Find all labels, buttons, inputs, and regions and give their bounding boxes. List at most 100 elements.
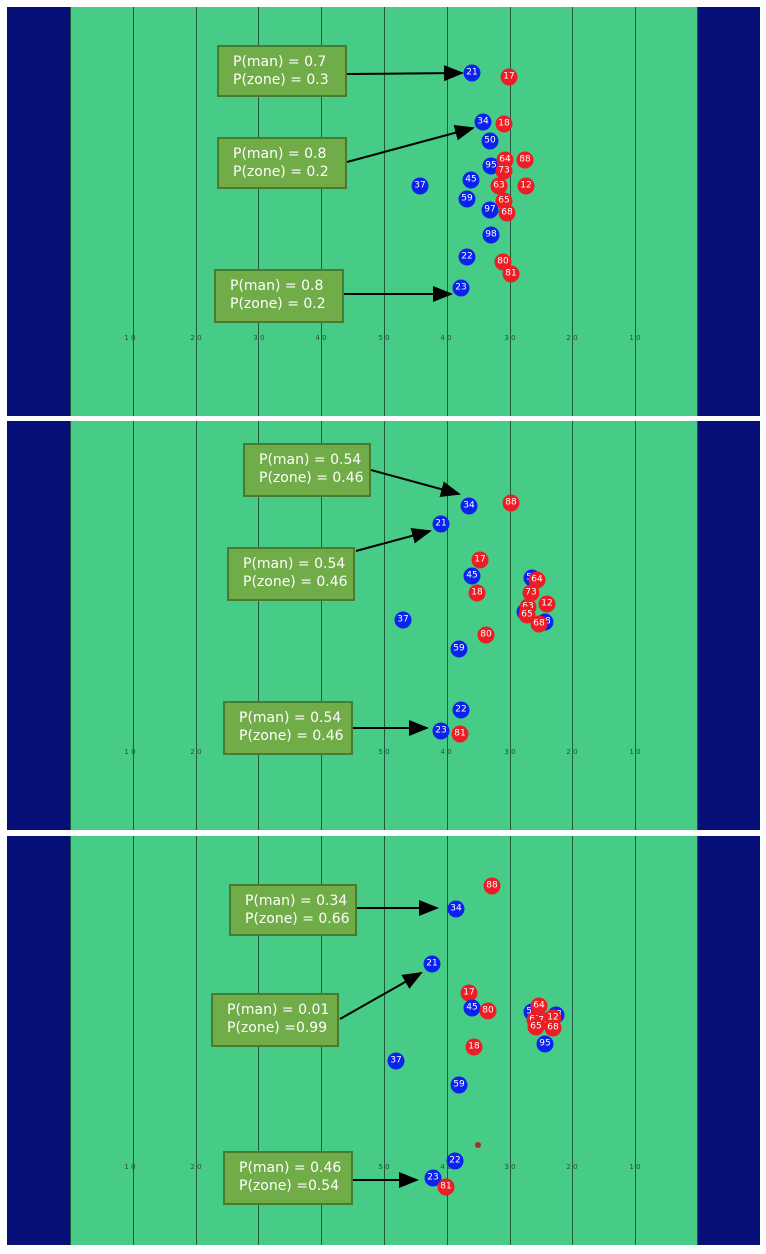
p-man-label: P(man) = 0.8 [233, 146, 327, 162]
yard-number: 1 0 [124, 1163, 136, 1171]
yard-number: 1 0 [629, 748, 641, 756]
yard-number: 2 0 [190, 1163, 202, 1171]
yard-line [510, 836, 511, 1245]
yard-line [196, 836, 197, 1245]
defense-player-marker: 98 [482, 226, 500, 244]
endzone-left [7, 836, 70, 1245]
yard-line [321, 7, 322, 416]
yard-number: 4 0 [440, 1163, 452, 1171]
yard-line [384, 421, 385, 830]
p-zone-label: P(zone) = 0.46 [243, 574, 348, 590]
offense-player-marker: 17 [500, 68, 518, 86]
yard-line [572, 7, 573, 416]
endzone-right [697, 421, 760, 830]
p-zone-label: P(zone) = 0.2 [233, 164, 329, 180]
yard-line [258, 7, 259, 416]
defense-player-marker: 45 [462, 171, 480, 189]
offense-player-marker: 12 [517, 177, 535, 195]
defense-player-marker: 45 [463, 567, 481, 585]
yard-line [447, 421, 448, 830]
yard-number: 4 0 [440, 334, 452, 342]
p-zone-label: P(zone) = 0.66 [245, 911, 350, 927]
offense-player-marker: 88 [516, 151, 534, 169]
endzone-right [697, 7, 760, 416]
yard-number: 5 0 [378, 1163, 390, 1171]
p-zone-label: P(zone) =0.54 [239, 1178, 340, 1194]
offense-player-marker: 63 [490, 177, 508, 195]
yard-line [635, 836, 636, 1245]
defense-player-marker: 37 [394, 611, 412, 629]
endzone-right [697, 836, 760, 1245]
yard-line [133, 421, 134, 830]
yard-line [133, 836, 134, 1245]
offense-player-marker: 17 [471, 551, 489, 569]
offense-player-marker: 88 [483, 877, 501, 895]
yard-number: 1 0 [124, 748, 136, 756]
field-panel-2: 1 02 03 04 05 04 03 02 01 0P(man) = 0.54… [7, 421, 760, 830]
p-zone-label: P(zone) = 0.2 [230, 296, 326, 312]
offense-player-marker: 18 [495, 115, 513, 133]
offense-player-marker: 12 [538, 595, 556, 613]
field-panel-3: 1 02 03 04 05 04 03 02 01 0P(man) = 0.34… [7, 836, 760, 1245]
yard-number: 3 0 [504, 334, 516, 342]
yard-line [635, 7, 636, 416]
endzone-left [7, 7, 70, 416]
yard-line [384, 7, 385, 416]
defense-player-marker: 21 [463, 64, 481, 82]
defense-player-marker: 21 [432, 515, 450, 533]
offense-player-marker: 80 [479, 1002, 497, 1020]
yard-line [635, 421, 636, 830]
yard-number: 4 0 [440, 748, 452, 756]
yard-line [70, 421, 71, 830]
defense-player-marker: 34 [447, 900, 465, 918]
arrow [355, 527, 432, 552]
offense-player-marker: 80 [477, 626, 495, 644]
yard-line [70, 7, 71, 416]
football-marker [475, 1142, 481, 1148]
yard-line [572, 836, 573, 1245]
yard-line [70, 836, 71, 1245]
defense-player-marker: 37 [411, 177, 429, 195]
p-man-label: P(man) = 0.7 [233, 54, 327, 70]
yard-line [447, 836, 448, 1245]
yard-number: 3 0 [504, 748, 516, 756]
offense-player-marker: 18 [465, 1038, 483, 1056]
defense-player-marker: 37 [387, 1052, 405, 1070]
p-man-label: P(man) = 0.54 [259, 452, 362, 468]
defense-player-marker: 21 [423, 955, 441, 973]
offense-player-marker: 73 [522, 584, 540, 602]
yard-line [196, 7, 197, 416]
defense-player-marker: 95 [482, 157, 500, 175]
offense-player-marker: 65 [527, 1018, 545, 1036]
p-man-label: P(man) = 0.54 [243, 556, 346, 572]
yard-number: 4 0 [315, 334, 327, 342]
defense-player-marker: 34 [460, 497, 478, 515]
yard-line [510, 421, 511, 830]
yard-number: 2 0 [566, 748, 578, 756]
yard-line [697, 7, 698, 416]
yard-number: 2 0 [190, 748, 202, 756]
p-zone-label: P(zone) = 0.46 [259, 470, 364, 486]
p-man-label: P(man) = 0.54 [239, 710, 342, 726]
offense-player-marker: 64 [530, 997, 548, 1015]
defense-player-marker: 23 [424, 1169, 442, 1187]
offense-player-marker: 64 [528, 571, 546, 589]
yard-number: 1 0 [629, 1163, 641, 1171]
offense-player-marker: 81 [451, 725, 469, 743]
defense-player-marker: 22 [458, 248, 476, 266]
defense-player-marker: 23 [432, 722, 450, 740]
yard-number: 1 0 [629, 334, 641, 342]
offense-player-marker: 73 [495, 162, 513, 180]
yard-line [447, 7, 448, 416]
yard-number: 2 0 [566, 334, 578, 342]
yard-line [321, 421, 322, 830]
